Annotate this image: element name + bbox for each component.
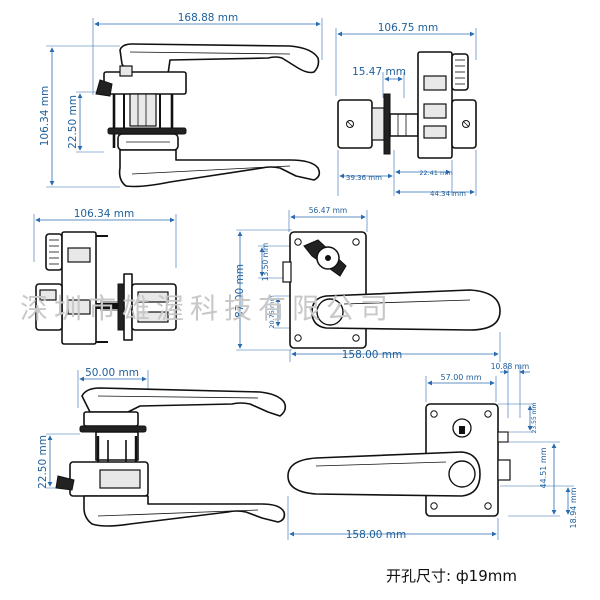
dim-158-00-bottom: 158.00 mm (346, 529, 407, 541)
dim-158-00-mid: 158.00 mm (342, 349, 403, 361)
view-bottom-right: 57.00 mm 10.88 mm 23.55 mm 44.51 mm 18.9… (287, 362, 578, 541)
hole-size-note: 开孔尺寸: ф19mm (386, 567, 517, 585)
dim-87-00-mid: 87.00 mm (234, 264, 246, 318)
dim-22-41: 22.41 mm (419, 169, 452, 177)
view-middle-right: 56.47 mm 87.00 mm 13.50 mm 20.75 mm 158.… (234, 206, 501, 362)
dim-44-34-top: 44.34 mm (430, 190, 466, 198)
dim-20-75: 20.75 mm (268, 295, 276, 328)
view-middle-left: 106.34 mm (33, 208, 177, 345)
dim-23-55: 23.55 mm (531, 402, 538, 433)
dim-15-47: 15.47 mm (352, 66, 406, 78)
dim-22-50-top: 22.50 mm (67, 95, 79, 149)
dim-106-75: 106.75 mm (378, 22, 439, 34)
dim-50-00: 50.00 mm (85, 367, 139, 379)
view-bottom-left: 50.00 mm 22.50 mm (37, 367, 287, 527)
dim-39-36: 39.36 mm (346, 174, 382, 182)
dim-106-34-mid: 106.34 mm (74, 208, 135, 220)
dim-10-88: 10.88 mm (491, 362, 529, 371)
dim-106-34-left: 106.34 mm (39, 86, 51, 147)
dim-13-50: 13.50 mm (261, 243, 270, 281)
dim-18-94: 18.94 mm (569, 487, 578, 528)
view-top-right: 106.75 mm 15.47 mm (335, 22, 477, 198)
dim-22-50-bottom: 22.50 mm (37, 435, 49, 489)
dim-56-47: 56.47 mm (309, 206, 347, 215)
dim-57-00: 57.00 mm (440, 373, 481, 382)
dim-168-88: 168.88 mm (178, 12, 239, 24)
dim-44-51: 44.51 mm (539, 447, 548, 488)
view-top-left: 168.88 mm 106.34 mm 22.50 mm (39, 12, 323, 188)
watermark: 深圳市雄渥科技有限公司 (20, 292, 394, 325)
